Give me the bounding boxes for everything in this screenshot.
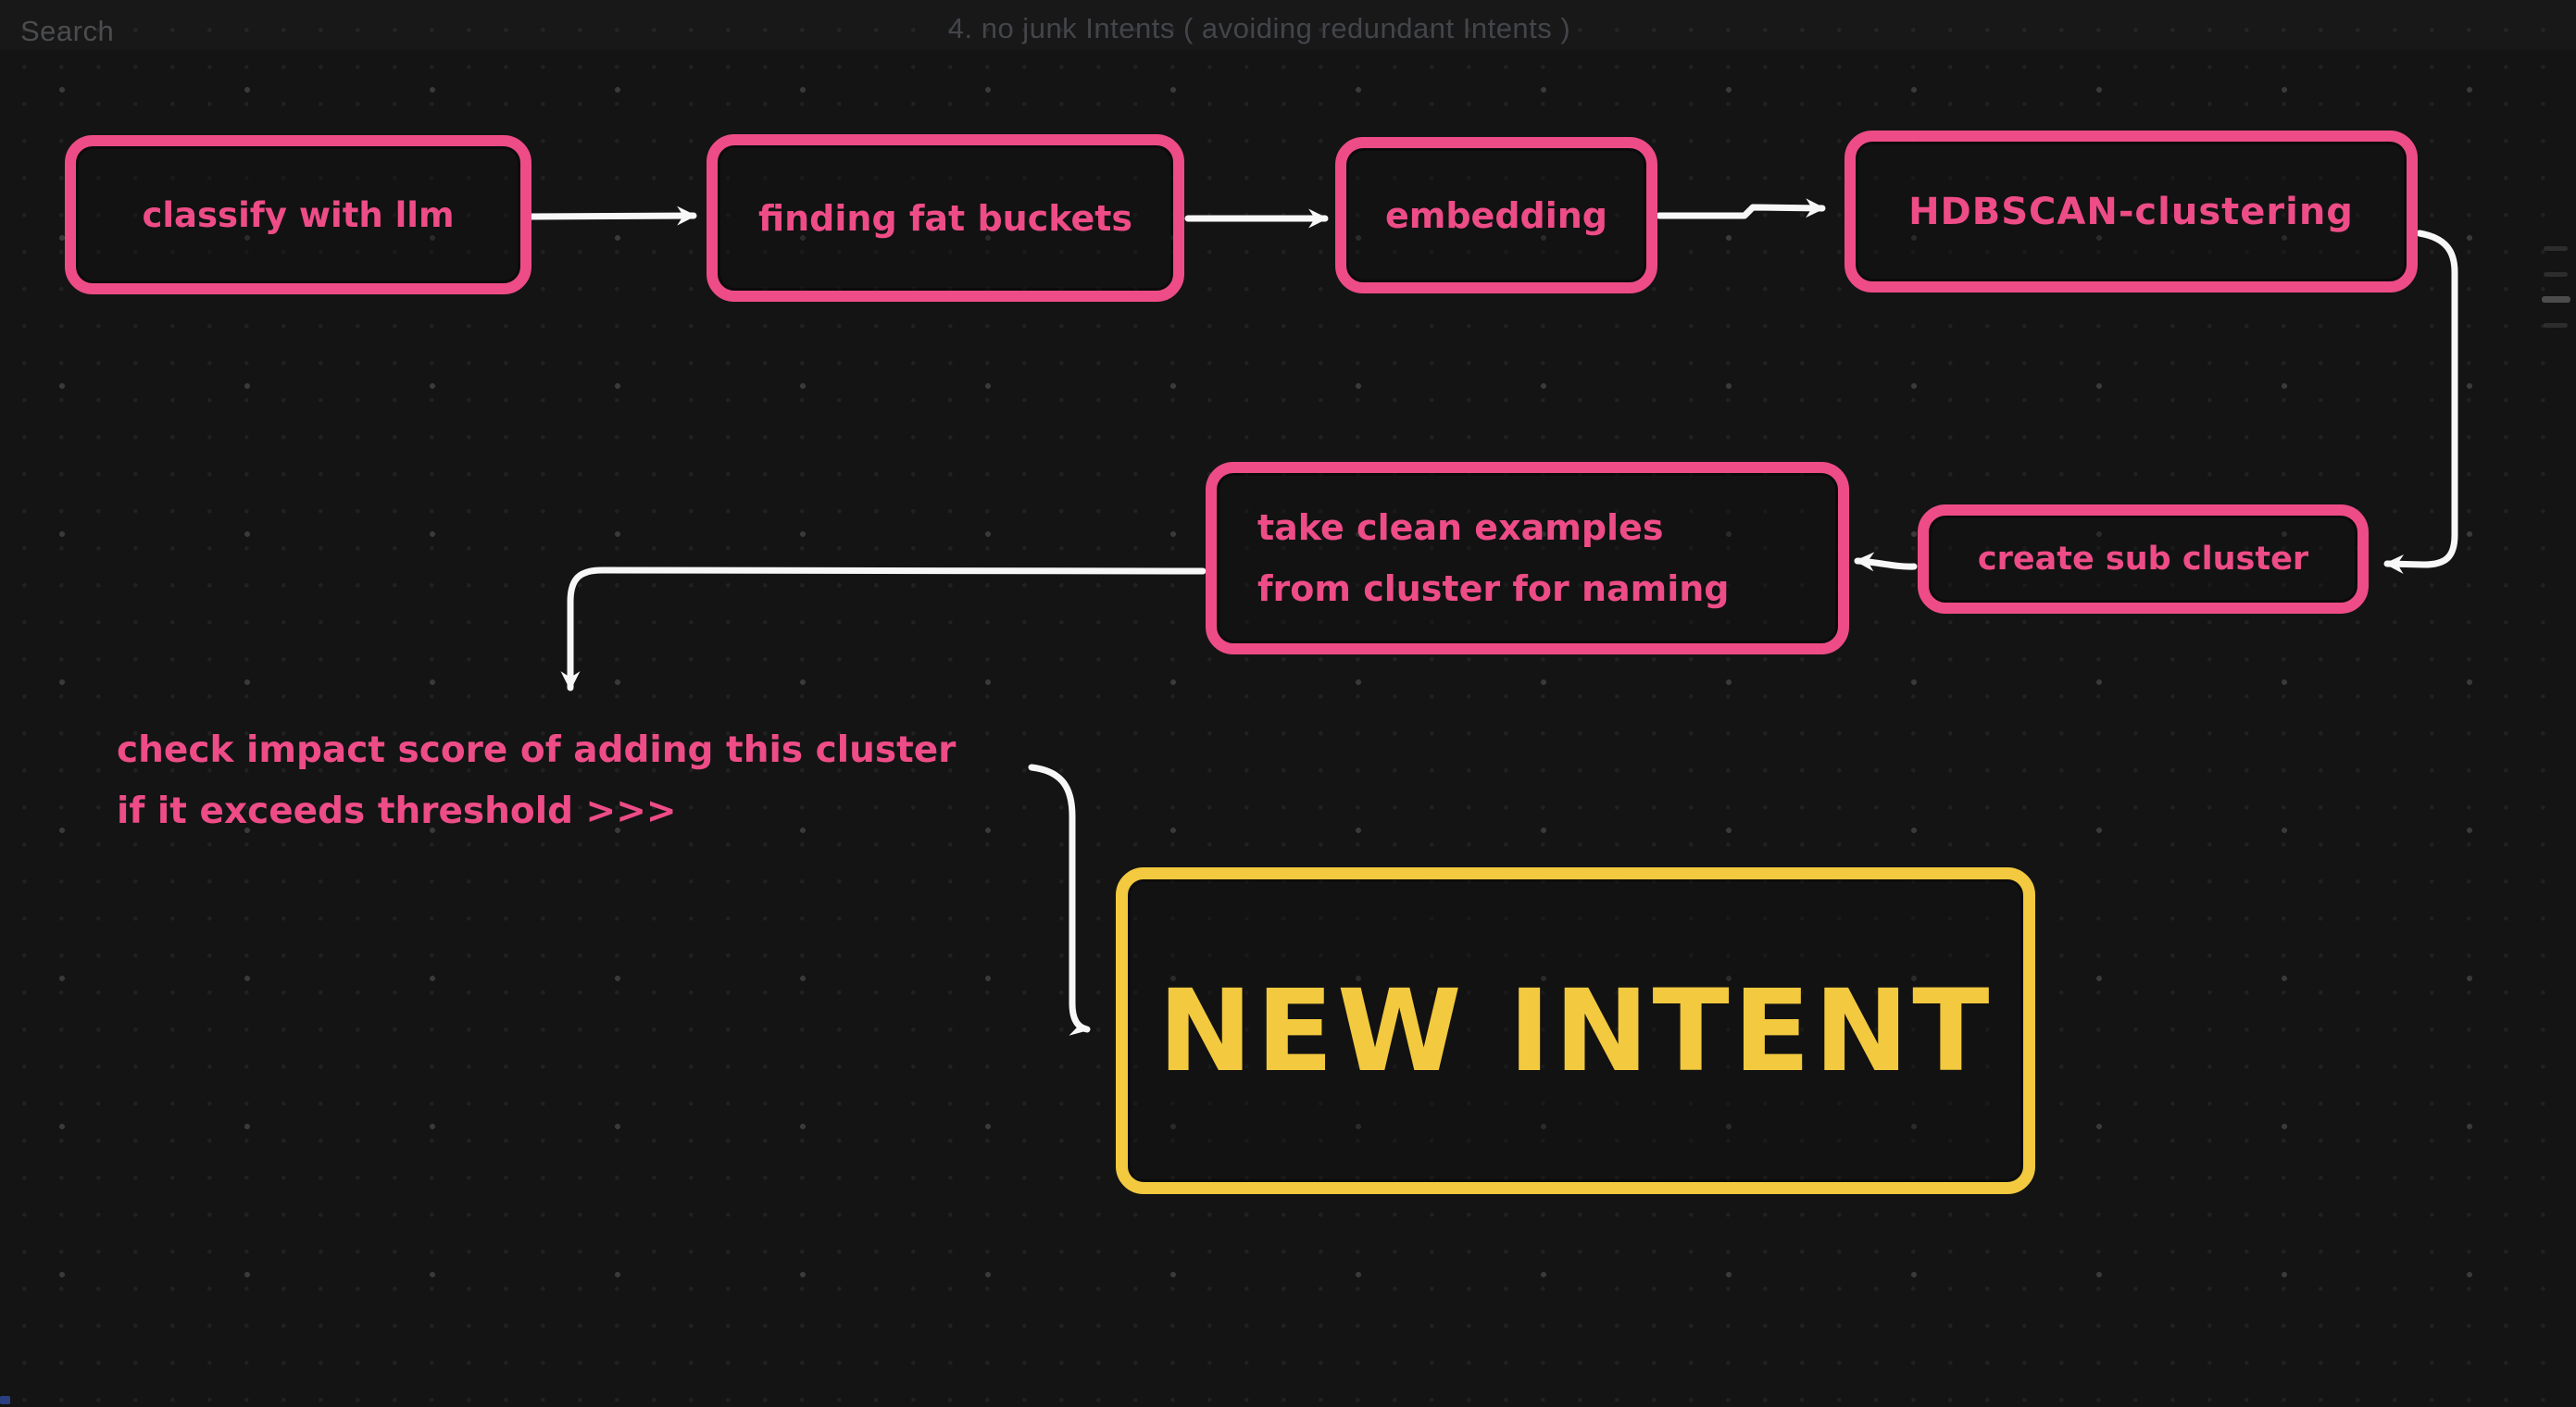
node-finding-fat-buckets[interactable]: finding fat buckets: [707, 134, 1184, 302]
node-fat-buckets-label: finding fat buckets: [757, 197, 1133, 239]
right-edge-dash: [2544, 323, 2568, 328]
node-classify-label: classify with llm: [142, 194, 455, 235]
node-create-sub-cluster[interactable]: create sub cluster: [1918, 504, 2369, 614]
check-impact-line2: if it exceeds threshold >>>: [117, 791, 677, 832]
node-new-intent-label: NEW INTENT: [1157, 965, 1994, 1097]
node-hdbscan-label: HDBSCAN-clustering: [1908, 190, 2354, 233]
check-impact-annotation[interactable]: check impact score of adding this cluste…: [117, 720, 956, 842]
node-take-clean-examples[interactable]: take clean examples from cluster for nami…: [1206, 462, 1849, 654]
right-edge-dash: [2544, 246, 2568, 251]
check-impact-line1: check impact score of adding this cluste…: [117, 729, 957, 771]
node-take-clean-label: take clean examples from cluster for nami…: [1257, 497, 1730, 619]
node-embedding[interactable]: embedding: [1335, 137, 1657, 293]
node-take-clean-line1: take clean examples: [1257, 507, 1664, 548]
node-take-clean-line2: from cluster for naming: [1257, 568, 1730, 609]
bottom-left-speck: [0, 1396, 10, 1404]
node-hdbscan-clustering[interactable]: HDBSCAN-clustering: [1844, 131, 2418, 293]
right-edge-dash: [2542, 296, 2570, 303]
node-classify-with-llm[interactable]: classify with llm: [65, 135, 531, 294]
node-create-sub-label: create sub cluster: [1977, 541, 2309, 578]
node-embedding-label: embedding: [1384, 194, 1608, 236]
search-label[interactable]: Search: [20, 15, 115, 47]
node-new-intent[interactable]: NEW INTENT: [1116, 867, 2035, 1194]
canvas-title[interactable]: 4. no junk Intents ( avoiding redundant …: [947, 12, 1571, 44]
right-edge-dash: [2544, 272, 2568, 277]
